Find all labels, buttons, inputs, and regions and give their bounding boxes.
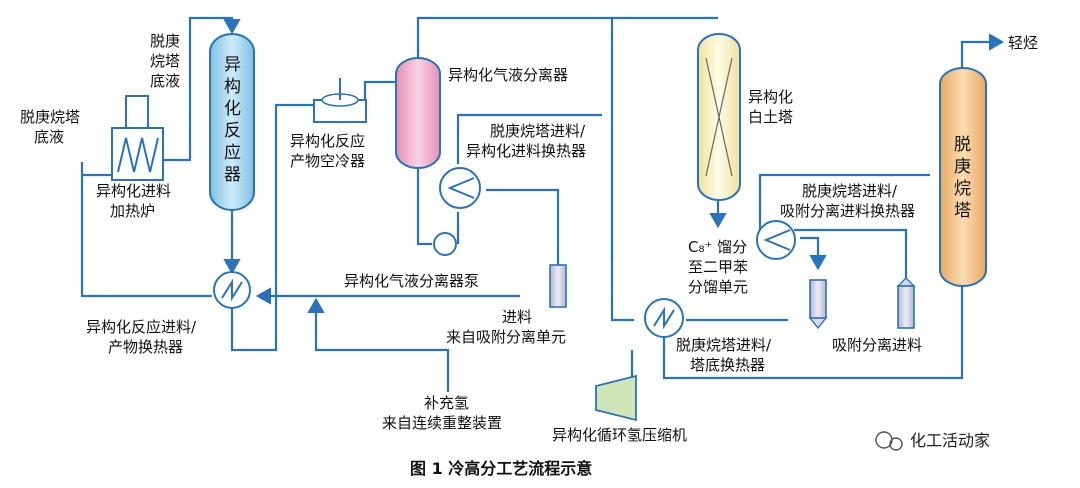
heptane-feed-adsorption-exchanger bbox=[756, 220, 796, 260]
separator-pump-label: 异构化气液分离器泵 bbox=[344, 272, 479, 290]
gas-liquid-separator bbox=[395, 57, 441, 169]
isomerization-reactor bbox=[209, 33, 255, 211]
recycle-hydrogen-compressor bbox=[595, 374, 637, 422]
small-vessel-right-2 bbox=[896, 277, 916, 329]
compressor-label: 异构化循环氢压缩机 bbox=[552, 426, 687, 444]
c8-label-3: 分馏单元 bbox=[688, 278, 748, 296]
clay-tower bbox=[697, 33, 741, 201]
bottoms-left-label-1: 脱庚烷塔 bbox=[20, 108, 80, 126]
heptane-tower-char-3: 烷 bbox=[954, 179, 971, 199]
bottoms-top-label-2: 烷塔 bbox=[150, 52, 180, 70]
reactor-char-2: 构 bbox=[224, 77, 241, 97]
reaction-exchanger-label-1: 异构化反应进料/ bbox=[86, 318, 197, 336]
bottoms-exchanger-label-2: 塔底换热器 bbox=[690, 356, 765, 374]
air-cooler-label-1: 异构化反应 bbox=[290, 132, 365, 150]
heptane-tower-char-2: 庚 bbox=[954, 157, 971, 177]
bottoms-top-label-3: 底液 bbox=[150, 72, 180, 90]
reactor-char-1: 异 bbox=[224, 55, 241, 75]
makeup-h2-label-1: 补充氢 bbox=[424, 394, 469, 412]
exchanger-mid-label-2: 异构化进料换热器 bbox=[466, 142, 586, 160]
reactor-char-4: 反 bbox=[224, 121, 241, 141]
air-cooler bbox=[313, 78, 367, 123]
bottoms-left-label-2: 底液 bbox=[34, 128, 64, 146]
figure-caption: 图 1 冷高分工艺流程示意 bbox=[410, 459, 592, 478]
heptane-tower-char-1: 脱 bbox=[954, 135, 971, 155]
bottoms-top-label-1: 脱庚 bbox=[150, 32, 180, 50]
heptane-feed-bottoms-exchanger bbox=[644, 298, 684, 338]
labels: 脱庚烷塔 底液 脱庚 烷塔 底液 异构化进料 加热炉 异 构 化 反 应 器 异… bbox=[20, 32, 1038, 478]
makeup-h2-label-2: 来自连续重整装置 bbox=[382, 414, 502, 432]
adsorption-exchanger-label-2: 吸附分离进料换热器 bbox=[780, 202, 915, 220]
c8-label-2: 至二甲苯 bbox=[688, 258, 748, 276]
watermark: 化工活动家 bbox=[875, 431, 990, 451]
air-cooler-label-2: 产物空冷器 bbox=[290, 152, 365, 170]
heptane-tower-char-4: 塔 bbox=[954, 201, 971, 221]
heater-label-1: 异构化进料 bbox=[96, 182, 171, 200]
adsorption-exchanger-label-1: 脱庚烷塔进料/ bbox=[802, 182, 898, 200]
reaction-feed-product-exchanger bbox=[213, 271, 251, 309]
separator-pump bbox=[433, 232, 457, 256]
deheptanizer-tower bbox=[939, 67, 987, 287]
bottoms-exchanger-label-1: 脱庚烷塔进料/ bbox=[676, 336, 772, 354]
feed-adsorption-label-2: 来自吸附分离单元 bbox=[446, 328, 566, 346]
small-vessel-right-1 bbox=[808, 279, 828, 330]
feed-heater-furnace bbox=[111, 95, 164, 181]
watermark-text: 化工活动家 bbox=[910, 431, 990, 450]
reactor-char-6: 器 bbox=[224, 165, 241, 185]
adsorption-feed-label: 吸附分离进料 bbox=[832, 336, 922, 354]
heater-label-2: 加热炉 bbox=[110, 202, 155, 220]
reactor-char-3: 化 bbox=[224, 99, 241, 119]
heptane-feed-isomerization-exchanger bbox=[439, 167, 481, 209]
clay-tower-label-1: 异构化 bbox=[748, 88, 793, 106]
exchanger-mid-label-1: 脱庚烷塔进料/ bbox=[490, 122, 586, 140]
light-hc-label: 轻烃 bbox=[1008, 34, 1038, 52]
reactor-char-5: 应 bbox=[224, 143, 241, 163]
small-vessel-mid bbox=[549, 264, 567, 308]
clay-tower-label-2: 白土塔 bbox=[748, 108, 793, 126]
c8-label-1: C₈⁺ 馏分 bbox=[688, 238, 747, 256]
reaction-exchanger-label-2: 产物换热器 bbox=[108, 338, 183, 356]
feed-adsorption-label-1: 进料 bbox=[502, 308, 532, 326]
separator-label: 异构化气液分离器 bbox=[448, 66, 568, 84]
